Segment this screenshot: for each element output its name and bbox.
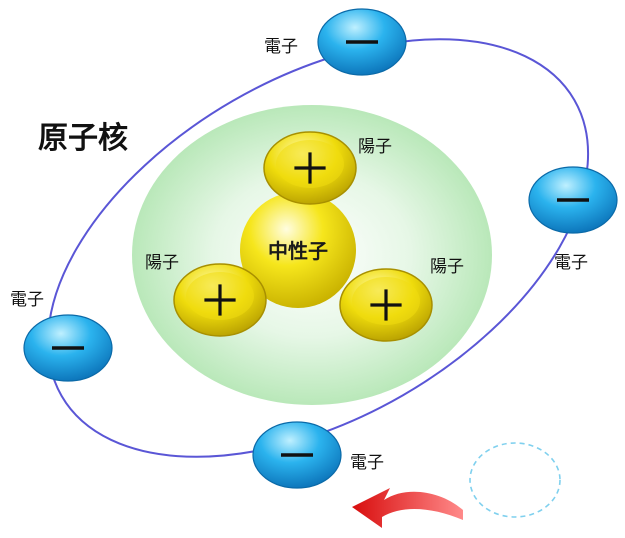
plus-icon <box>294 152 326 184</box>
electron-label-top: 電子 <box>264 37 298 57</box>
neutron <box>240 192 356 308</box>
electron-bottom <box>252 421 342 489</box>
electron-left <box>23 314 113 382</box>
proton-top <box>263 131 357 205</box>
proton-right <box>339 268 433 342</box>
electron-label-bottom: 電子 <box>350 453 384 473</box>
proton-left <box>173 263 267 337</box>
dashed-electron-outline <box>469 442 561 518</box>
electron-top <box>317 8 407 76</box>
electron-label-left: 電子 <box>10 290 44 310</box>
proton-label-top: 陽子 <box>358 137 392 157</box>
electron-right <box>528 166 618 234</box>
plus-icon <box>204 284 236 316</box>
plus-icon <box>370 289 402 321</box>
proton-label-left: 陽子 <box>145 253 179 273</box>
neutron-label: 中性子 <box>268 239 328 263</box>
nucleus-label: 原子核 <box>38 121 128 156</box>
curved-arrow-icon <box>352 488 463 528</box>
electron-label-right: 電子 <box>554 253 588 273</box>
proton-label-right: 陽子 <box>430 257 464 277</box>
